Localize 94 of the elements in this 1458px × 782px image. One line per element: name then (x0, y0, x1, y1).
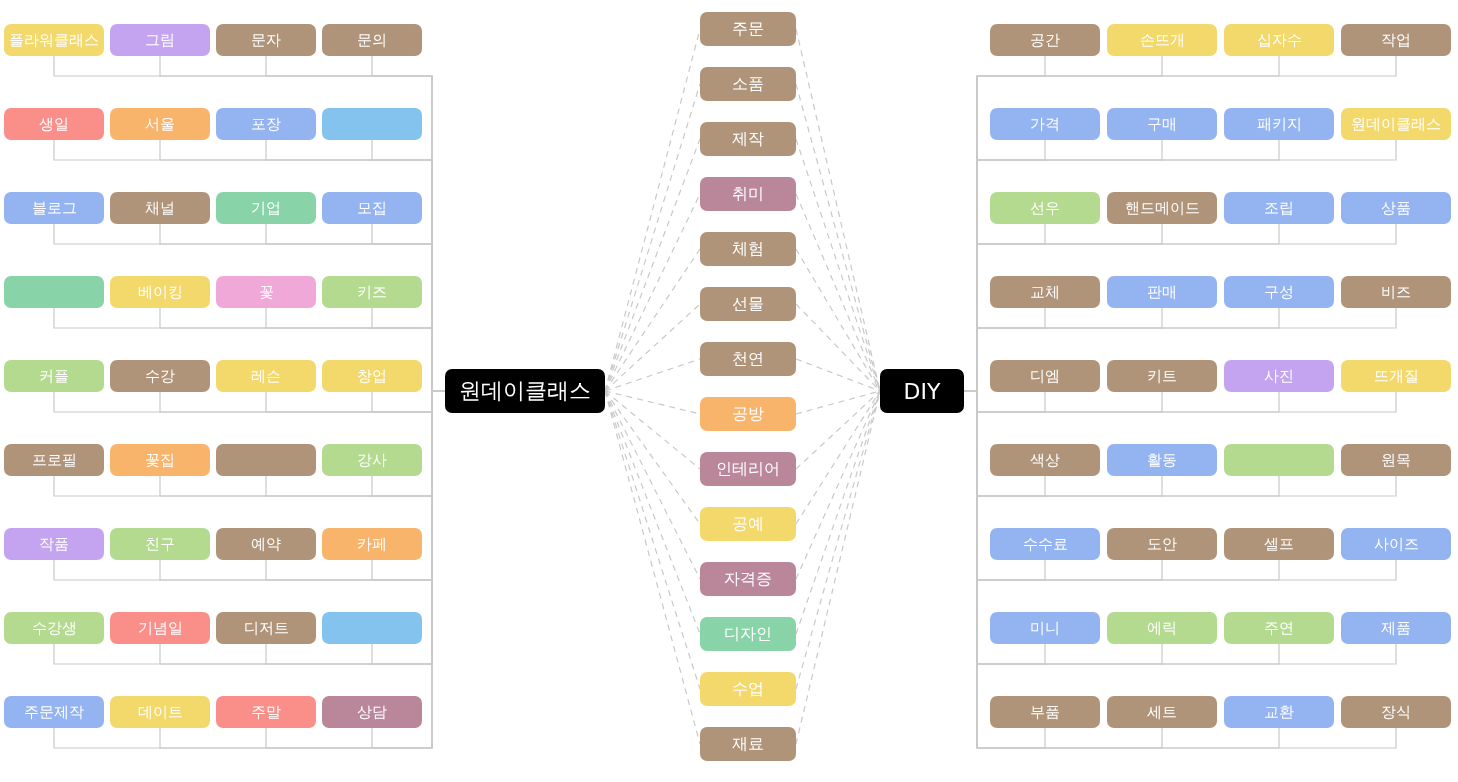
keyword-tag: 주말 (216, 696, 316, 728)
keyword-tag: 작품 (4, 528, 104, 560)
keyword-tag: 레슨 (216, 360, 316, 392)
dashed-connector (795, 390, 881, 470)
keyword-tag: 블로그 (4, 192, 104, 224)
keyword-tag: 장식 (1341, 696, 1451, 728)
keyword-tag: 자격증 (700, 562, 796, 596)
keyword-tag: 색상 (990, 444, 1100, 476)
blank-tag (1224, 444, 1334, 476)
keyword-tag: 디자인 (700, 617, 796, 651)
blank-tag (322, 612, 422, 644)
keyword-tag: 서울 (110, 108, 210, 140)
dashed-connector (795, 358, 881, 392)
keyword-tag: 키트 (1107, 360, 1217, 392)
keyword-tag: 구매 (1107, 108, 1217, 140)
keyword-tag: 원데이클래스 (1341, 108, 1451, 140)
keyword-tag: 모집 (322, 192, 422, 224)
keyword-tag: 꽃집 (110, 444, 210, 476)
keyword-tag: 데이트 (110, 696, 210, 728)
keyword-tag: 생일 (4, 108, 104, 140)
keyword-tag: 문의 (322, 24, 422, 56)
keyword-tag: 문자 (216, 24, 316, 56)
dashed-connector (795, 193, 881, 392)
keyword-tag: 판매 (1107, 276, 1217, 308)
keyword-tag: 비즈 (1341, 276, 1451, 308)
keyword-tag: 포장 (216, 108, 316, 140)
keyword-tag: 천연 (700, 342, 796, 376)
keyword-tag: 패키지 (1224, 108, 1334, 140)
keyword-tag: 카페 (322, 528, 422, 560)
keyword-tag: 재료 (700, 727, 796, 761)
keyword-tag: 주문 (700, 12, 796, 46)
hub-keyword: 원데이클래스 (445, 369, 605, 413)
keyword-tag: 소품 (700, 67, 796, 101)
keyword-tag: 수강 (110, 360, 210, 392)
keyword-tag: 친구 (110, 528, 210, 560)
keyword-tag: 손뜨개 (1107, 24, 1217, 56)
keyword-tag: 플라워클래스 (4, 24, 104, 56)
keyword-tag: 프로필 (4, 444, 104, 476)
keyword-tag: 키즈 (322, 276, 422, 308)
keyword-tag: 기념일 (110, 612, 210, 644)
keyword-tag: 수강생 (4, 612, 104, 644)
keyword-tag: 사진 (1224, 360, 1334, 392)
keyword-tag: 디저트 (216, 612, 316, 644)
keyword-tag: 핸드메이드 (1107, 192, 1217, 224)
keyword-tag: 수수료 (990, 528, 1100, 560)
keyword-tag: 인테리어 (700, 452, 796, 486)
blank-tag (322, 108, 422, 140)
keyword-tag: 제작 (700, 122, 796, 156)
keyword-tag: 강사 (322, 444, 422, 476)
keyword-tag: 교환 (1224, 696, 1334, 728)
keyword-tag: 원목 (1341, 444, 1451, 476)
keyword-tag: 꽃 (216, 276, 316, 308)
keyword-tag: 제품 (1341, 612, 1451, 644)
keyword-tag: 공예 (700, 507, 796, 541)
dashed-connector (604, 303, 701, 392)
keyword-tag: 에릭 (1107, 612, 1217, 644)
keyword-tag: 선물 (700, 287, 796, 321)
keyword-tag: 취미 (700, 177, 796, 211)
keyword-tag: 구성 (1224, 276, 1334, 308)
keyword-tag: 주문제작 (4, 696, 104, 728)
keyword-tag: 기업 (216, 192, 316, 224)
dashed-connector (604, 358, 701, 392)
keyword-tag: 뜨개질 (1341, 360, 1451, 392)
keyword-tag: 십자수 (1224, 24, 1334, 56)
keyword-tag: 체험 (700, 232, 796, 266)
keyword-tag: 공방 (700, 397, 796, 431)
keyword-tag: 사이즈 (1341, 528, 1451, 560)
keyword-tag: 디엠 (990, 360, 1100, 392)
keyword-tag: 주연 (1224, 612, 1334, 644)
keyword-tag: 셀프 (1224, 528, 1334, 560)
keyword-tag: 조립 (1224, 192, 1334, 224)
keyword-tag: 상담 (322, 696, 422, 728)
keyword-tag: 활동 (1107, 444, 1217, 476)
blank-tag (4, 276, 104, 308)
keyword-tag: 미니 (990, 612, 1100, 644)
keyword-tag: 창업 (322, 360, 422, 392)
keyword-tag: 세트 (1107, 696, 1217, 728)
keyword-tag: 예약 (216, 528, 316, 560)
blank-tag (216, 444, 316, 476)
keyword-tag: 작업 (1341, 24, 1451, 56)
keyword-tag: 커플 (4, 360, 104, 392)
keyword-tag: 부품 (990, 696, 1100, 728)
keyword-tag: 수업 (700, 672, 796, 706)
dashed-connector (604, 390, 701, 470)
keyword-tag: 교체 (990, 276, 1100, 308)
keyword-tag: 채널 (110, 192, 210, 224)
keyword-tag: 선우 (990, 192, 1100, 224)
hub-keyword: DIY (880, 369, 964, 413)
keyword-tag: 상품 (1341, 192, 1451, 224)
keyword-tag: 공간 (990, 24, 1100, 56)
keyword-tag: 베이킹 (110, 276, 210, 308)
keyword-tag: 도안 (1107, 528, 1217, 560)
keyword-tag: 그림 (110, 24, 210, 56)
keyword-tag: 가격 (990, 108, 1100, 140)
